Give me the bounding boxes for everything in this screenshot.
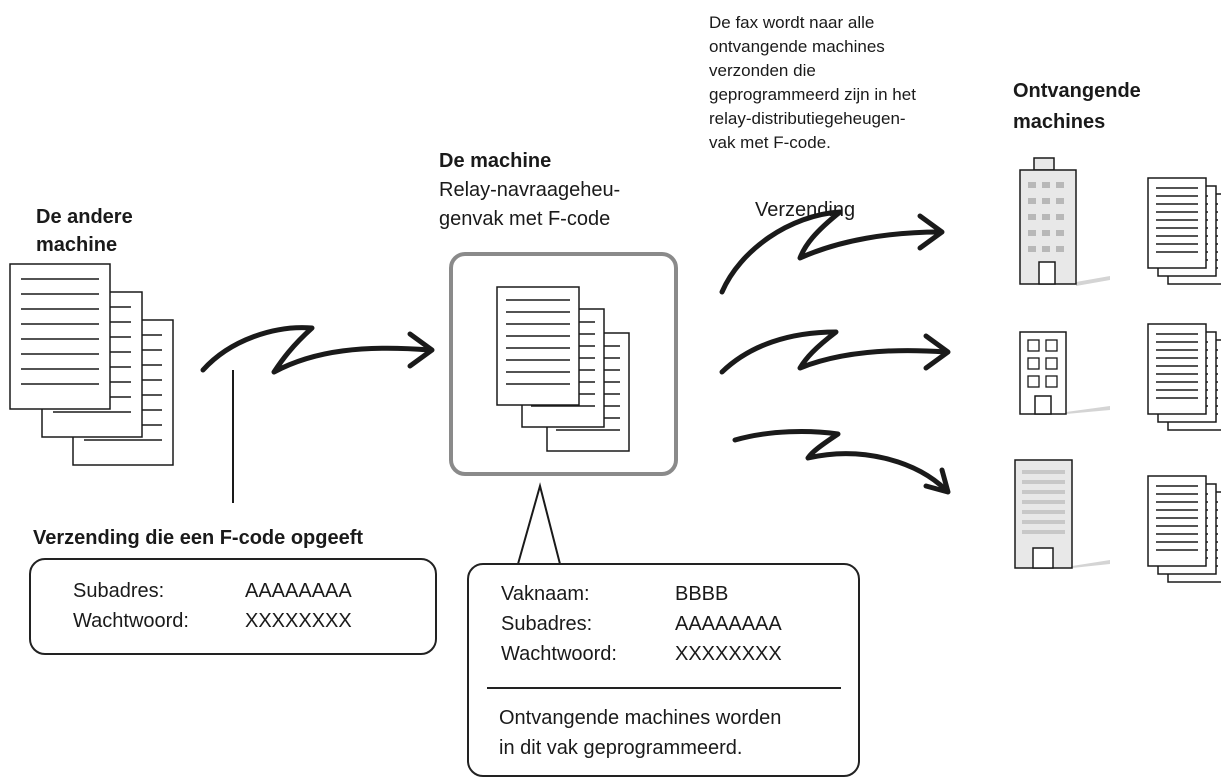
- relay-arrow-bottom: [732, 429, 951, 495]
- fax-note-line: geprogrammeerd zijn in het: [709, 85, 916, 104]
- relay-arrow-middle: [719, 329, 951, 375]
- password-label: Wachtwoord:: [73, 610, 189, 632]
- machine-title: De machine: [439, 150, 552, 172]
- subaddress-value: AAAAAAAA: [245, 580, 352, 602]
- relay-arrow-top: [719, 209, 945, 295]
- other-machine-document-stack: [9, 263, 174, 466]
- fcode-transmission-heading: Verzending die een F-code opgeeft: [33, 527, 364, 549]
- box-info-panel: Vaknaam: BBBB Subadres: AAAAAAAA Wachtwo…: [467, 563, 860, 777]
- fax-note-line: relay-distributiegeheugen-: [709, 109, 906, 128]
- receiving-title-line2: machines: [1013, 111, 1106, 133]
- box-note-line1: Ontvangende machines worden: [499, 707, 782, 729]
- box-name-value: BBBB: [675, 583, 729, 605]
- box-password-label: Wachtwoord:: [501, 643, 617, 665]
- transmission-label: Verzending: [755, 199, 856, 221]
- transmission-arrow-to-machine: [200, 325, 435, 375]
- machine-subtitle-line1: Relay-navraageheu-: [439, 179, 621, 201]
- other-machine-title-line1: De andere: [36, 206, 133, 228]
- panel-divider: [487, 687, 841, 689]
- box-name-label: Vaknaam:: [501, 583, 590, 605]
- box-password-value: XXXXXXXX: [675, 643, 782, 665]
- fax-note-line: vak met F-code.: [709, 133, 831, 152]
- fax-note-line: verzonden die: [709, 61, 816, 80]
- subaddress-label: Subadres:: [73, 580, 165, 602]
- fax-note-line: ontvangende machines: [709, 37, 885, 56]
- building-striped-tower-icon: [1014, 459, 1110, 569]
- callout-pointer: [517, 482, 561, 565]
- fcode-transmission-box: Subadres: AAAAAAAA Wachtwoord: XXXXXXXX: [29, 558, 437, 655]
- password-value: XXXXXXXX: [245, 610, 352, 632]
- machine-box: [449, 252, 678, 476]
- received-documents-1: [1148, 178, 1221, 284]
- box-note-line2: in dit vak geprogrammeerd.: [499, 737, 743, 759]
- other-machine-title-line2: machine: [36, 234, 118, 256]
- received-documents-2: [1148, 324, 1221, 430]
- box-subaddress-label: Subadres:: [501, 613, 593, 635]
- fax-note-line: De fax wordt naar alle: [709, 13, 875, 32]
- receiving-title-line1: Ontvangende: [1013, 80, 1141, 102]
- received-documents-3: [1148, 476, 1221, 582]
- building-small-office-icon: [1019, 331, 1110, 415]
- machine-subtitle-line2: genvak met F-code: [439, 208, 611, 230]
- box-subaddress-value: AAAAAAAA: [675, 613, 782, 635]
- building-office-tower-icon: [1019, 157, 1110, 286]
